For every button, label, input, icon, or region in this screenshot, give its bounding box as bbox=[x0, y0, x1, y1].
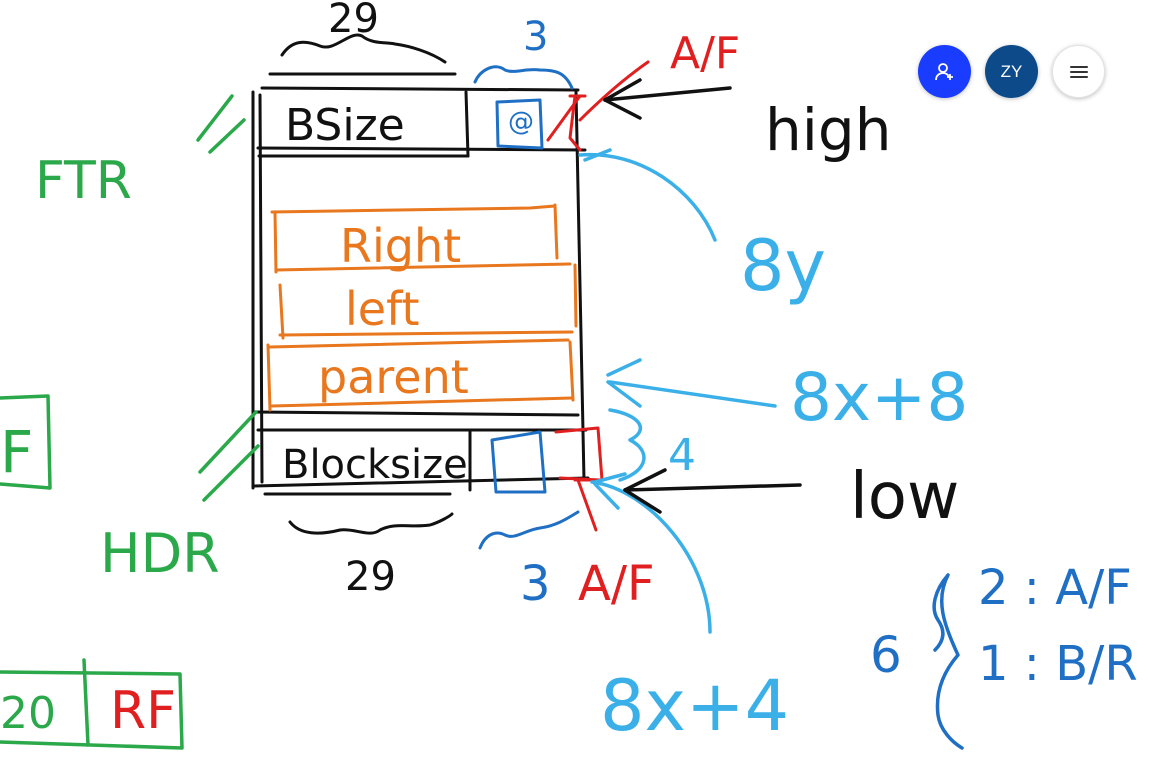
six-label: 6 bbox=[870, 626, 902, 684]
block-outline bbox=[251, 72, 590, 496]
low-label: low bbox=[850, 460, 959, 534]
top-right-toolbar: ZY bbox=[918, 45, 1105, 98]
high-label: high bbox=[765, 96, 891, 164]
top-af-label: A/F bbox=[670, 28, 740, 79]
rf-right-label: RF bbox=[110, 681, 176, 741]
ftr-label: FTR bbox=[35, 151, 132, 211]
avatar-initials: ZY bbox=[1000, 61, 1023, 81]
top-small-brace-label: 3 bbox=[523, 14, 548, 60]
addr-8x4-label: 8x+4 bbox=[600, 665, 789, 747]
green-marks bbox=[0, 94, 260, 750]
parent-field-label: parent bbox=[318, 350, 469, 404]
top-brace bbox=[280, 33, 447, 64]
header-field-label: Blocksize bbox=[282, 442, 468, 488]
addr-8x8-label: 8x+8 bbox=[790, 359, 968, 436]
six-line2-label: 1 : B/R bbox=[978, 636, 1138, 692]
orange-fields bbox=[266, 203, 578, 412]
top-brace-label: 29 bbox=[328, 0, 379, 42]
bottom-af-3: 3 bbox=[520, 556, 551, 612]
f-box-label: F bbox=[0, 418, 33, 486]
rf-left-label: 20 bbox=[0, 688, 56, 739]
person-add-icon bbox=[934, 62, 953, 80]
hdr-label: HDR bbox=[100, 522, 220, 585]
six-line1-label: 2 : A/F bbox=[978, 560, 1132, 616]
bottom-brace-label: 29 bbox=[345, 554, 396, 600]
blue-bit-boxes bbox=[473, 65, 964, 750]
menu-button[interactable] bbox=[1052, 45, 1105, 98]
add-person-button[interactable] bbox=[918, 45, 971, 98]
hamburger-menu-icon bbox=[1069, 65, 1088, 78]
bottom-brace bbox=[288, 512, 454, 535]
red-bit-marks bbox=[546, 60, 650, 532]
top-bit-mark: @ bbox=[508, 107, 534, 137]
lightblue-arrows bbox=[578, 148, 777, 634]
brace-4-label: 4 bbox=[668, 430, 696, 481]
right-field-label: Right bbox=[340, 219, 461, 273]
black-arrows bbox=[603, 78, 802, 514]
addr-8y-label: 8y bbox=[740, 225, 826, 307]
footer-field-label: BSize bbox=[285, 100, 405, 151]
left-field-label: left bbox=[345, 282, 420, 336]
user-avatar-button[interactable]: ZY bbox=[985, 45, 1038, 98]
bottom-af-label: A/F bbox=[578, 556, 655, 612]
